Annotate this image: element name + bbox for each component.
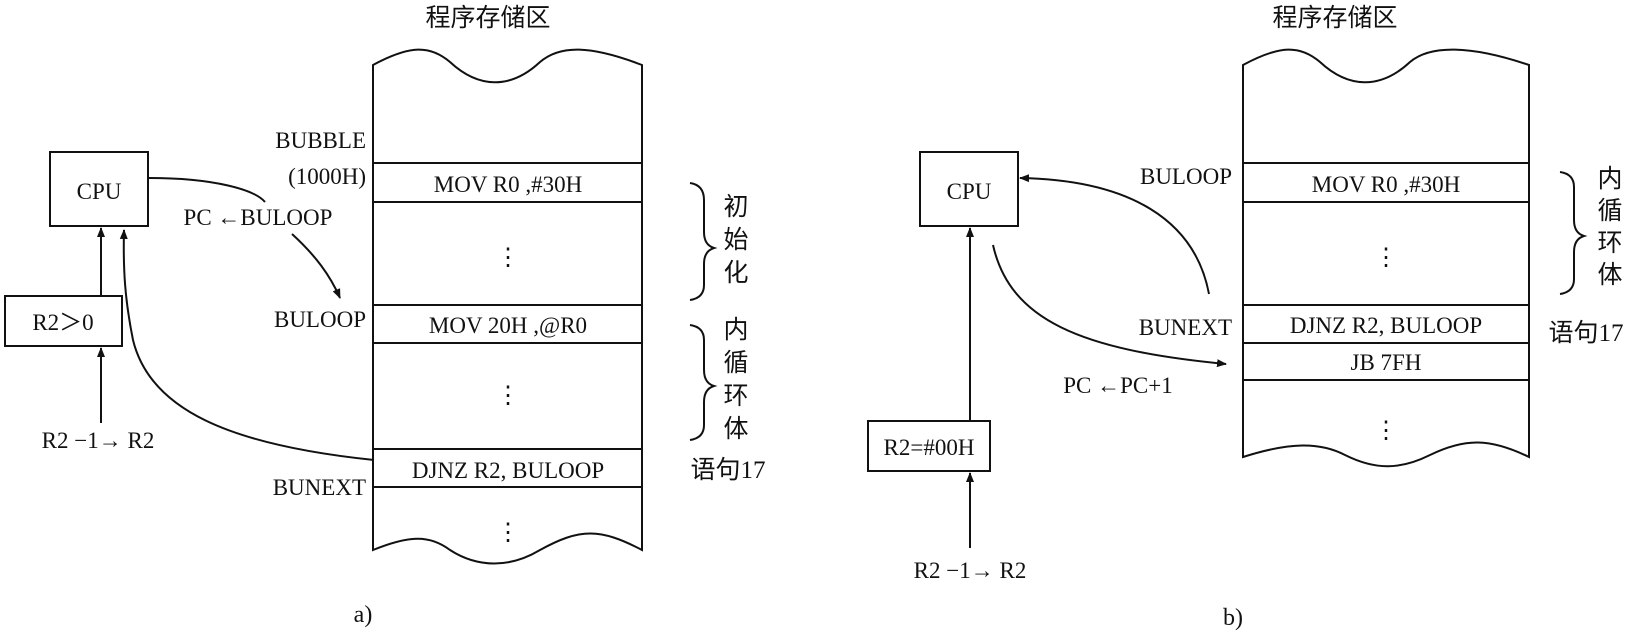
svg-text:体: 体 [1597,261,1622,289]
condition-box [4,295,123,347]
brace-inner-label: 内 循 环 体 [1597,165,1622,289]
instr-djnz: DJNZ R2, BULOOP [1290,313,1482,338]
addr-bunext: BUNEXT [1139,315,1232,340]
ellipsis: ⋮ [496,245,520,271]
caption: a) [354,602,373,628]
pc-label: PC ←BULOOP [184,205,333,230]
pc-label: PC ←PC+1 [1063,373,1173,398]
brace-inner-label: 内 循 环 体 [723,316,748,443]
addr-buloop: BULOOP [274,307,366,332]
svg-text:始: 始 [723,226,748,254]
panel-b: 程序存储区 MOV R0 ,#30H ⋮ DJNZ R2, BULOOP JB … [867,4,1624,631]
cpu-label: CPU [947,179,992,204]
addr-bunext: BUNEXT [273,475,366,500]
ellipsis: ⋮ [1374,418,1398,444]
svg-text:环: 环 [1597,230,1622,257]
instr-jb: JB 7FH [1351,350,1422,375]
svg-text:体: 体 [723,415,748,443]
condition-label: R2＞0 [32,310,93,335]
svg-text:内: 内 [1597,165,1622,193]
svg-text:环: 环 [723,383,748,410]
ellipsis: ⋮ [1374,245,1398,271]
caption: b) [1223,605,1243,631]
addr-1000h: (1000H) [288,164,366,189]
svg-text:初: 初 [723,193,748,221]
memory-title: 程序存储区 [425,4,550,32]
panel-a: 程序存储区 MOV R0 ,#30H ⋮ MOV 20H ,@R0 ⋮ DJNZ… [4,4,766,628]
svg-text:化: 化 [723,259,748,287]
cpu-box [49,151,149,227]
arrow-cpu-to-jb [992,244,1227,368]
cpu-label: CPU [77,179,122,204]
stmt-label: 语句17 [690,456,765,484]
instr-djnz: DJNZ R2, BULOOP [412,458,604,483]
svg-text:循: 循 [723,349,748,377]
arrow-bunext-to-cpu [1019,174,1210,295]
addr-bubble: BUBBLE [275,128,366,153]
ellipsis: ⋮ [496,520,520,546]
ellipsis: ⋮ [496,383,520,409]
arrow-cpu-to-buloop [148,177,340,298]
addr-buloop: BULOOP [1140,164,1232,189]
brace-inner [1559,171,1588,295]
decrement-label: R2 −1→ R2 [914,558,1027,583]
instr-mov-r0: MOV R0 ,#30H [434,172,582,197]
condition-box [867,420,991,472]
instr-mov-20h: MOV 20H ,@R0 [429,313,587,338]
memory-column [372,48,643,565]
memory-column [1242,48,1530,468]
svg-text:内: 内 [723,316,748,344]
condition-label: R2=#00H [884,435,975,460]
instr-mov-r0: MOV R0 ,#30H [1312,172,1460,197]
decrement-label: R2 −1→ R2 [42,428,155,453]
arrow-djnz-to-cpu [119,229,375,461]
brace-init-label: 初 始 化 [723,193,748,287]
brace-inner [689,324,718,441]
cpu-box [919,151,1019,227]
brace-init [689,182,718,301]
svg-text:循: 循 [1597,197,1622,225]
stmt-label: 语句17 [1548,319,1623,347]
memory-title: 程序存储区 [1272,4,1397,32]
